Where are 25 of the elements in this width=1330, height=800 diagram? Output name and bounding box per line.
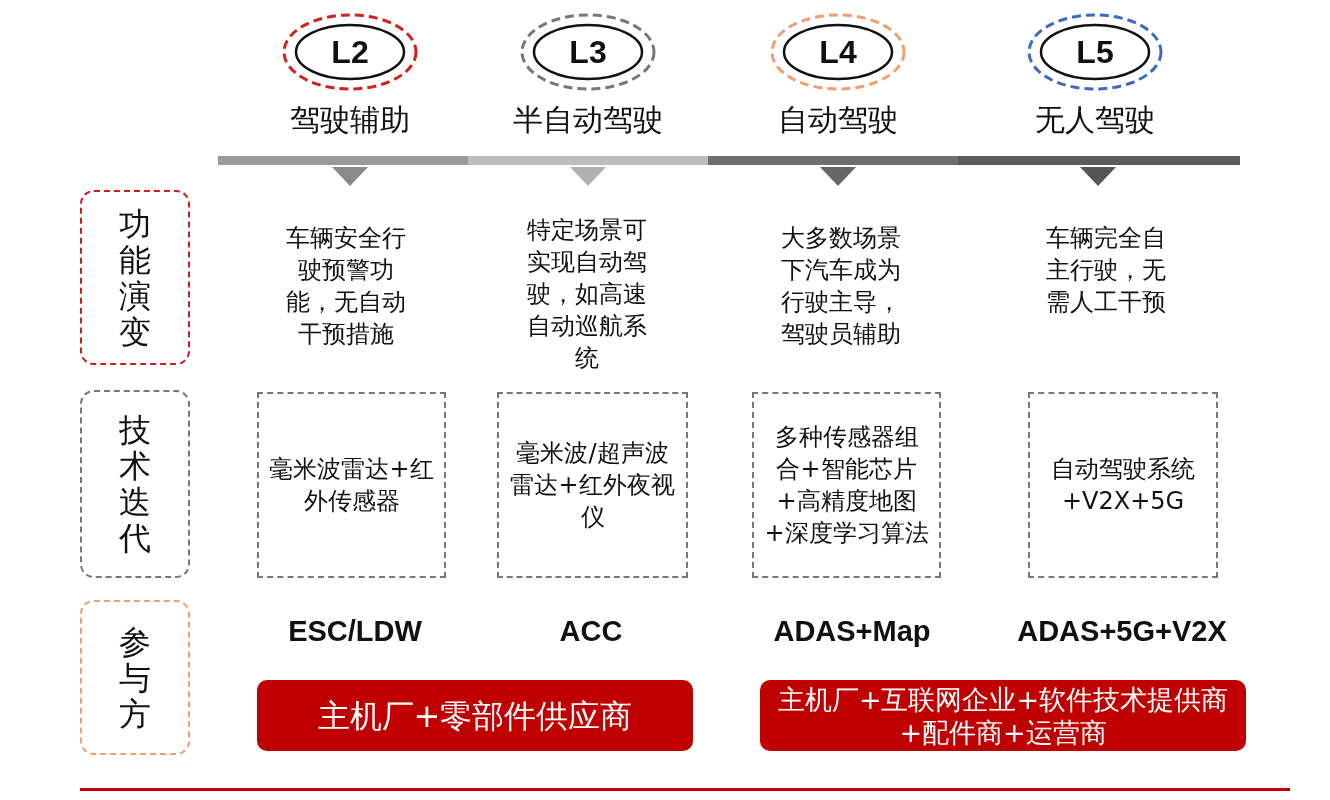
- row-header-box: 参与方: [80, 600, 190, 755]
- function-description: 车辆完全自主行驶，无需人工干预: [1045, 223, 1167, 318]
- participant-banner: 主机厂+互联网企业+软件技术提供商+配件商+运营商: [760, 680, 1246, 751]
- technology-box: 自动驾驶系统+V2X+5G: [1028, 392, 1218, 578]
- function-description: 大多数场景下汽车成为行驶主导，驾驶员辅助: [780, 223, 902, 350]
- technology-box: 多种传感器组合+智能芯片+高精度地图+深度学习算法: [752, 392, 941, 578]
- participant-banner: 主机厂+零部件供应商: [257, 680, 693, 751]
- level-badge: L3: [520, 12, 656, 92]
- technology-box: 毫米波雷达+红外传感器: [257, 392, 446, 578]
- level-caption: 无人驾驶: [1035, 101, 1155, 139]
- level-caption: 驾驶辅助: [290, 101, 410, 139]
- technology-box: 毫米波/超声波雷达+红外夜视仪: [497, 392, 688, 578]
- level-caption: 半自动驾驶: [513, 101, 663, 139]
- row-header-box: 技术迭代: [80, 390, 190, 578]
- row-header-box: 功能演变: [80, 190, 190, 365]
- system-label: ADAS+Map: [773, 615, 931, 648]
- level-badge: L2: [282, 12, 418, 92]
- level-badge: L5: [1027, 12, 1163, 92]
- level-caption: 自动驾驶: [778, 101, 898, 139]
- system-label: ACC: [559, 615, 623, 648]
- function-description: 特定场景可实现自动驾驶，如高速自动巡航系统: [526, 215, 648, 374]
- system-label: ADAS+5G+V2X: [1017, 615, 1227, 648]
- level-badge: L4: [770, 12, 906, 92]
- system-label: ESC/LDW: [288, 615, 422, 648]
- function-description: 车辆安全行驶预警功能，无自动干预措施: [285, 223, 407, 350]
